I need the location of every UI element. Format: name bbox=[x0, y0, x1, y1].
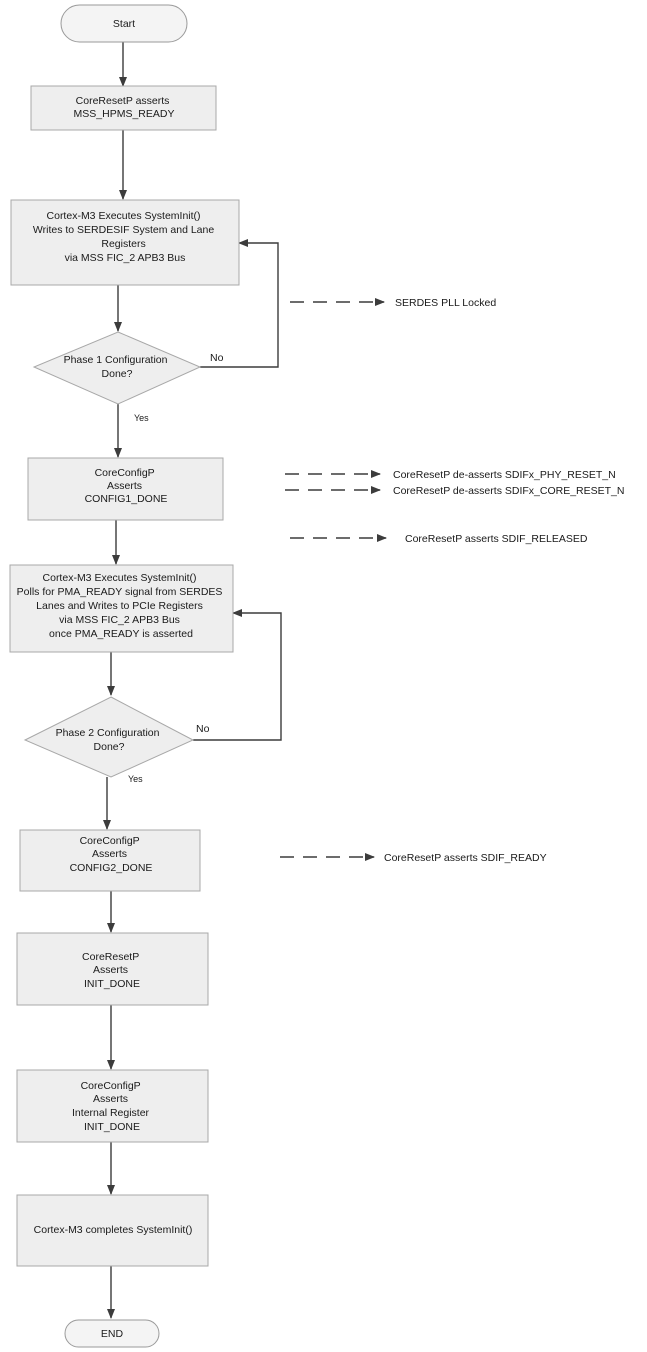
phase2-decision-label: Phase 2 Configuration Done? bbox=[56, 727, 163, 753]
start-node: Start bbox=[60, 4, 188, 43]
config1-done-label: CoreConfigP Asserts CONFIG1_DONE bbox=[85, 467, 168, 505]
start-label: Start bbox=[113, 18, 135, 30]
signal-pll-locked: SERDES PLL Locked bbox=[395, 297, 496, 309]
phase1-init-box: Cortex-M3 Executes SystemInit() Writes t… bbox=[10, 199, 240, 286]
signal-core-reset: CoreResetP de-asserts SDIFx_CORE_RESET_N bbox=[393, 485, 624, 497]
init-done-label: CoreResetP Asserts INIT_DONE bbox=[82, 951, 142, 990]
edge-decision2-no-loop bbox=[193, 609, 282, 741]
internal-init-done-label: CoreConfigP Asserts Internal Register IN… bbox=[72, 1080, 152, 1133]
hpms-ready-label: CoreResetP asserts MSS_HPMS_READY bbox=[74, 95, 175, 120]
phase2-init-label: Cortex-M3 Executes SystemInit() Polls fo… bbox=[17, 572, 226, 640]
phase1-decision-label: Phase 1 Configuration Done? bbox=[64, 354, 171, 380]
hpms-ready-box: CoreResetP asserts MSS_HPMS_READY bbox=[30, 85, 217, 131]
config2-done-box: CoreConfigP Asserts CONFIG2_DONE bbox=[19, 829, 201, 892]
complete-box: Cortex-M3 completes SystemInit() bbox=[16, 1194, 209, 1267]
phase1-decision-diamond: Phase 1 Configuration Done? bbox=[32, 331, 202, 405]
phase1-init-label: Cortex-M3 Executes SystemInit() Writes t… bbox=[33, 210, 217, 264]
internal-init-done-box: CoreConfigP Asserts Internal Register IN… bbox=[16, 1069, 209, 1143]
end-node: END bbox=[64, 1319, 160, 1348]
phase2-init-box: Cortex-M3 Executes SystemInit() Polls fo… bbox=[9, 564, 234, 653]
phase1-no-label: No bbox=[210, 352, 224, 364]
signal-sdif-ready: CoreResetP asserts SDIF_READY bbox=[384, 852, 547, 864]
complete-label: Cortex-M3 completes SystemInit() bbox=[34, 1224, 193, 1236]
config1-done-box: CoreConfigP Asserts CONFIG1_DONE bbox=[27, 457, 224, 521]
phase2-no-label: No bbox=[196, 723, 210, 735]
phase2-decision-diamond: Phase 2 Configuration Done? bbox=[23, 696, 195, 778]
init-done-box: CoreResetP Asserts INIT_DONE bbox=[16, 932, 209, 1006]
phase2-yes-label: Yes bbox=[128, 774, 143, 784]
phase1-yes-label: Yes bbox=[134, 413, 149, 423]
config2-done-label: CoreConfigP Asserts CONFIG2_DONE bbox=[70, 835, 153, 874]
signal-phy-reset: CoreResetP de-asserts SDIFx_PHY_RESET_N bbox=[393, 469, 616, 481]
edge-decision1-no-loop bbox=[200, 239, 279, 368]
end-label: END bbox=[101, 1328, 124, 1340]
signal-sdif-released: CoreResetP asserts SDIF_RELEASED bbox=[405, 533, 588, 545]
